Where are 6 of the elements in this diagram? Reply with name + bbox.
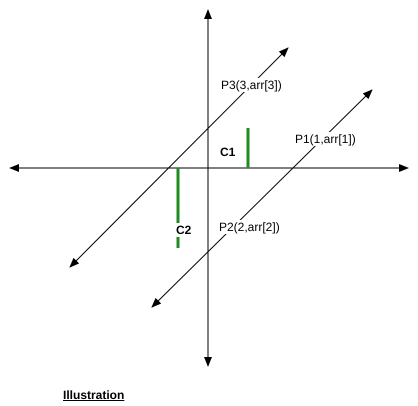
segment-label: C2 bbox=[176, 223, 192, 237]
point-label: P3(3,arr[3]) bbox=[221, 78, 282, 92]
point-label: P1(1,arr[1]) bbox=[295, 132, 356, 146]
caption: Illustration bbox=[63, 388, 124, 402]
point-label: P2(2,arr[2]) bbox=[219, 220, 280, 234]
segment-label: C1 bbox=[220, 145, 236, 159]
